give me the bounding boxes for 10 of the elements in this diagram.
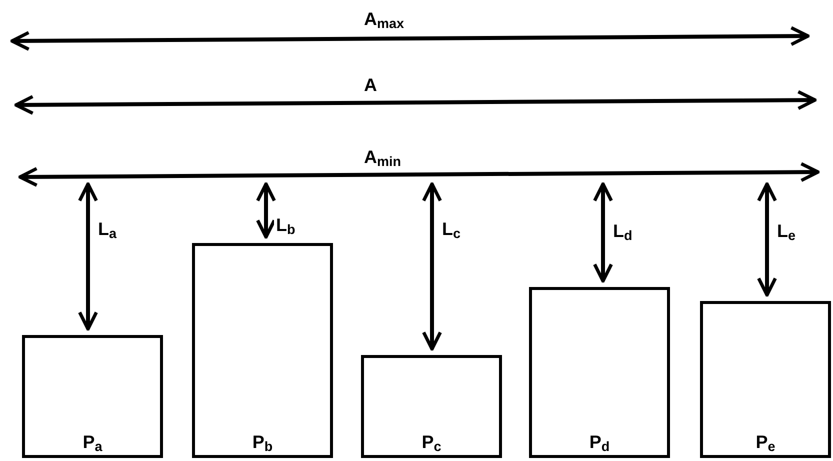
rectangle-box	[529, 287, 670, 458]
box-label: P$_{c}$	[422, 433, 442, 451]
box-label: P$_{a}$	[82, 433, 102, 451]
rectangle-box	[192, 243, 333, 458]
box-label: P$_{e}$	[756, 433, 776, 451]
box-label: P$_{d}$	[589, 433, 610, 451]
box-label: P$_{b}$	[252, 433, 273, 451]
rectangle-box	[361, 355, 502, 458]
rectangle-box	[700, 301, 831, 458]
rectangle-box	[22, 335, 163, 458]
